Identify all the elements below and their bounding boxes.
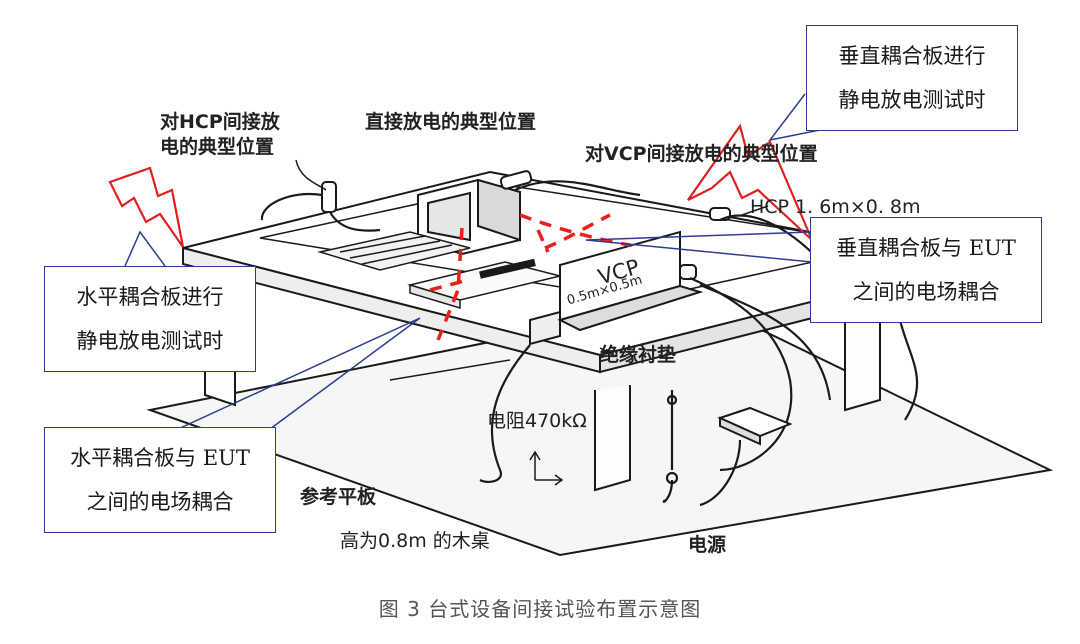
dimension-arrows bbox=[389, 359, 564, 486]
callout-vcp-test: 垂直耦合板进行 静电放电测试时 bbox=[806, 25, 1018, 131]
label-hcp-indirect-line2: 电的典型位置 bbox=[160, 136, 275, 158]
lightning-icon bbox=[108, 123, 814, 248]
callout-vcp-coupling-line1: 垂直耦合板与 EUT bbox=[836, 236, 1016, 260]
label-direct-discharge: 直接放电的典型位置 bbox=[365, 111, 537, 133]
callout-vcp-test-line2: 静电放电测试时 bbox=[838, 88, 986, 112]
label-insulating-pad: 绝缘衬垫 bbox=[600, 344, 677, 366]
callout-vcp-coupling: 垂直耦合板与 EUT 之间的电场耦合 bbox=[810, 217, 1042, 323]
label-vcp-indirect: 对VCP间接放电的典型位置 bbox=[585, 143, 818, 165]
label-leaders bbox=[295, 159, 769, 357]
eut-monitor bbox=[417, 178, 521, 256]
callout-pointers bbox=[124, 93, 821, 430]
eut-keyboard bbox=[317, 231, 471, 271]
callout-vcp-coupling-line2: 之间的电场耦合 bbox=[852, 280, 1000, 304]
label-hcp-size: HCP 1. 6m×0. 8m bbox=[750, 196, 921, 218]
callout-hcp-test: 水平耦合板进行 静电放电测试时 bbox=[44, 266, 256, 372]
callout-hcp-coupling: 水平耦合板与 EUT 之间的电场耦合 bbox=[44, 427, 276, 533]
callout-hcp-test-line2: 静电放电测试时 bbox=[76, 329, 224, 353]
cables bbox=[260, 180, 919, 507]
callout-hcp-coupling-line2: 之间的电场耦合 bbox=[86, 490, 234, 514]
callout-hcp-test-line1: 水平耦合板进行 bbox=[76, 285, 224, 309]
label-power-supply: 电源 bbox=[688, 534, 727, 556]
power-supply bbox=[717, 406, 793, 446]
figure-caption: 图 3 台式设备间接试验布置示意图 bbox=[378, 597, 702, 621]
coupling-marks bbox=[429, 213, 631, 341]
label-hcp-indirect-line1: 对HCP间接放 bbox=[160, 111, 280, 133]
vcp-plate bbox=[529, 230, 704, 346]
callout-hcp-coupling-line1: 水平耦合板与 EUT bbox=[70, 446, 250, 470]
label-reference-plane: 参考平板 bbox=[300, 486, 377, 508]
label-resistor: 电阻470kΩ bbox=[487, 410, 587, 432]
label-wooden-table: 高为0.8m 的木桌 bbox=[340, 530, 490, 552]
callout-vcp-test-line1: 垂直耦合板进行 bbox=[838, 44, 986, 68]
